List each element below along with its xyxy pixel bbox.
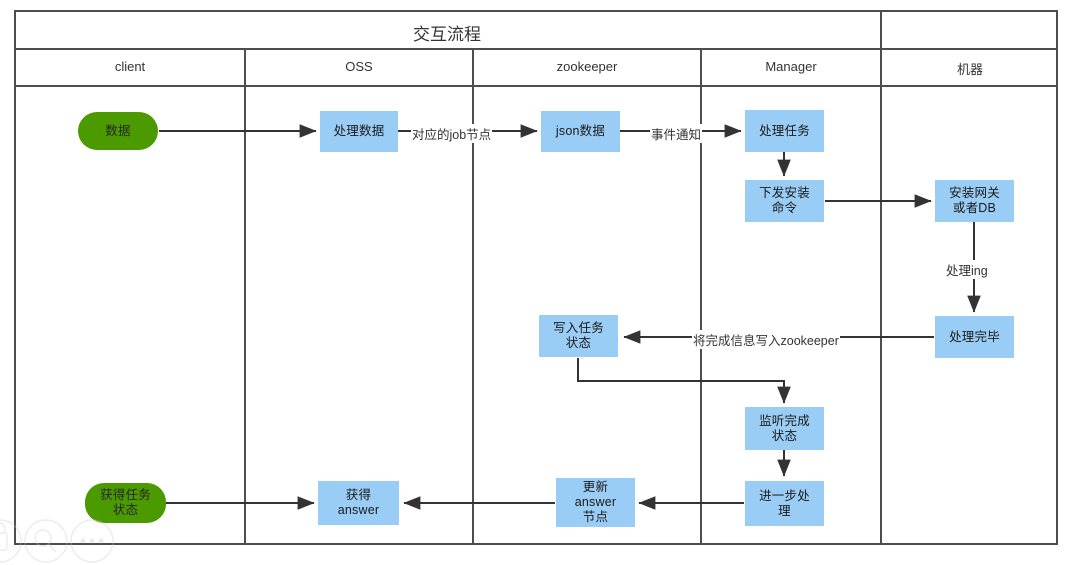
node-label: 进一步处理 (759, 488, 810, 518)
edge-label-write-complete-info-to-zookeeper: 将完成信息写入zookeeper (692, 330, 840, 349)
edge-label-corresponding-job-node: 对应的job节点 (411, 124, 493, 143)
lane-header-divider (14, 85, 1058, 87)
node-label: json数据 (555, 124, 606, 139)
edge-label-event-notification: 事件通知 (650, 124, 703, 143)
lane-header-zookeeper: zookeeper (556, 59, 618, 74)
lane-divider-client-oss (244, 48, 246, 545)
node-label: 安装网关或者DB (949, 186, 1000, 215)
node-listen-complete-status[interactable]: 监听完成状态 (745, 407, 824, 450)
node-get-task-status[interactable]: 获得任务状态 (85, 483, 166, 523)
node-handle-task[interactable]: 处理任务 (745, 110, 824, 152)
node-label: 处理任务 (759, 123, 810, 138)
lane-divider-oss-zookeeper (472, 48, 474, 545)
swimlane-frame (14, 10, 1058, 545)
lane-header-oss: OSS (345, 59, 373, 74)
node-label: 处理完毕 (949, 329, 1000, 344)
node-issue-install-command[interactable]: 下发安装命令 (745, 180, 824, 222)
lane-divider-zookeeper-manager (700, 48, 702, 545)
node-label: 监听完成状态 (759, 413, 810, 443)
node-further-processing[interactable]: 进一步处理 (745, 481, 824, 526)
lane-header-manager: Manager (765, 59, 817, 74)
node-data[interactable]: 数据 (78, 112, 158, 150)
node-json-data[interactable]: json数据 (541, 111, 620, 152)
lane-divider-manager-machine (880, 10, 882, 545)
title-row-divider (14, 48, 1058, 50)
node-label: 处理数据 (333, 124, 385, 139)
lane-header-machine: 机器 (956, 62, 983, 77)
node-process-data[interactable]: 处理数据 (320, 111, 398, 152)
edge-label-processing-ing: 处理ing (945, 260, 989, 279)
node-label: 下发安装命令 (759, 186, 810, 215)
node-label: 写入任务状态 (553, 321, 604, 350)
node-install-gateway-or-db[interactable]: 安装网关或者DB (935, 180, 1014, 222)
node-write-task-status[interactable]: 写入任务状态 (539, 315, 618, 357)
diagram-title: 交互流程 (413, 25, 481, 44)
node-processing-finished[interactable]: 处理完毕 (935, 316, 1014, 358)
node-label: 获得任务状态 (100, 488, 151, 517)
lane-header-client: client (114, 59, 146, 74)
node-label: 数据 (105, 123, 131, 138)
